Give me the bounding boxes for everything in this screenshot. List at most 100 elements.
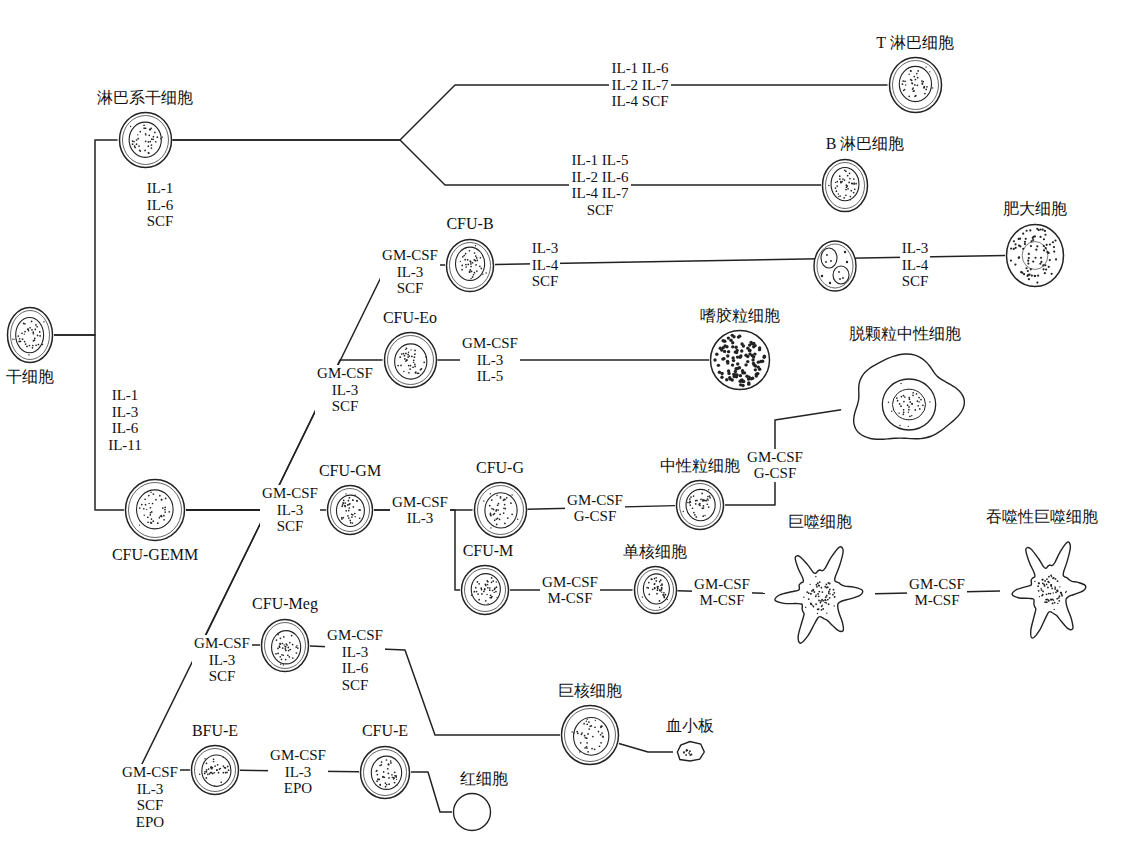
granule bbox=[279, 655, 281, 657]
granule bbox=[511, 494, 512, 495]
cell-membrane bbox=[711, 331, 770, 390]
granule bbox=[414, 353, 416, 355]
granule bbox=[496, 597, 497, 598]
granule bbox=[349, 497, 351, 499]
granule bbox=[1030, 244, 1032, 246]
granule bbox=[1050, 593, 1052, 595]
granule bbox=[386, 759, 388, 761]
granule bbox=[477, 593, 479, 595]
granule bbox=[909, 79, 911, 81]
granule bbox=[396, 778, 397, 779]
granule bbox=[744, 354, 747, 357]
granule bbox=[661, 591, 662, 592]
granule bbox=[850, 199, 851, 200]
granule bbox=[147, 516, 149, 518]
granule bbox=[838, 193, 839, 194]
granule bbox=[485, 585, 487, 587]
granule bbox=[689, 502, 691, 504]
granule bbox=[921, 83, 923, 85]
cytoplasm-dots bbox=[1034, 576, 1067, 610]
granule bbox=[708, 506, 710, 508]
granule bbox=[403, 355, 405, 357]
cell-nucleus bbox=[892, 389, 925, 420]
lineage-line bbox=[725, 410, 841, 505]
granule bbox=[1042, 264, 1044, 266]
granule bbox=[826, 254, 828, 256]
granule bbox=[344, 505, 346, 507]
granule bbox=[482, 273, 483, 274]
cell-node: CFU-B bbox=[445, 238, 495, 293]
granule bbox=[475, 587, 477, 589]
granule bbox=[584, 747, 586, 749]
granule bbox=[516, 519, 517, 520]
cytoplasm-dots bbox=[828, 181, 855, 200]
degran-cell-drawing bbox=[840, 348, 970, 453]
cytoplasm-dots bbox=[888, 382, 931, 426]
cell-cell-drawing bbox=[675, 479, 725, 531]
granule bbox=[601, 732, 603, 734]
granule bbox=[1057, 590, 1059, 592]
granule bbox=[688, 752, 690, 754]
granule bbox=[133, 141, 135, 143]
cell-name: CFU-GM bbox=[319, 462, 381, 480]
granule bbox=[352, 522, 354, 524]
cell-name: 干细胞 bbox=[6, 368, 54, 386]
granule bbox=[584, 737, 586, 739]
granule bbox=[478, 583, 480, 585]
lineage-line bbox=[173, 85, 888, 140]
granule bbox=[811, 590, 813, 592]
granule bbox=[1042, 594, 1044, 596]
cell-name: 脱颗粒中性细胞 bbox=[849, 325, 961, 343]
granule bbox=[902, 80, 904, 82]
granule bbox=[1059, 586, 1060, 587]
granule bbox=[146, 509, 147, 510]
cell-membrane bbox=[814, 241, 856, 291]
cell-membrane bbox=[462, 566, 509, 615]
granule bbox=[854, 188, 856, 190]
granule bbox=[283, 664, 284, 665]
granule bbox=[1013, 247, 1015, 249]
granule bbox=[904, 89, 905, 90]
granule bbox=[908, 396, 910, 398]
granule bbox=[805, 607, 806, 608]
chromatin bbox=[806, 581, 835, 610]
granule bbox=[279, 645, 281, 647]
cell-membrane bbox=[562, 706, 619, 765]
granule bbox=[703, 507, 705, 509]
granule bbox=[12, 338, 13, 339]
granule bbox=[491, 577, 493, 579]
granule bbox=[903, 400, 905, 402]
cell-cell-drawing bbox=[124, 478, 186, 542]
granule bbox=[1022, 232, 1024, 234]
granule bbox=[924, 93, 926, 95]
granule bbox=[586, 719, 587, 720]
granule bbox=[1055, 587, 1056, 588]
granule bbox=[844, 251, 846, 253]
granule bbox=[1010, 259, 1012, 261]
granule bbox=[143, 508, 145, 510]
cell-membrane bbox=[634, 567, 676, 614]
chromatin bbox=[488, 496, 512, 525]
granule bbox=[1050, 599, 1052, 601]
granule bbox=[1054, 586, 1055, 587]
granule bbox=[1034, 256, 1036, 258]
granule bbox=[343, 502, 345, 504]
granule bbox=[909, 415, 911, 417]
granule bbox=[472, 276, 474, 278]
granule bbox=[926, 86, 928, 88]
granule bbox=[853, 178, 855, 180]
granule bbox=[808, 598, 810, 600]
lineage-line bbox=[173, 140, 822, 185]
granule bbox=[129, 126, 130, 127]
granule bbox=[752, 363, 755, 366]
cytokine-label: GM-CSF M-CSF bbox=[692, 576, 752, 609]
cell-cell-drawing bbox=[888, 56, 943, 114]
granule bbox=[344, 506, 345, 507]
granule bbox=[921, 82, 923, 84]
granule bbox=[581, 734, 583, 736]
granule bbox=[808, 592, 810, 594]
granule bbox=[145, 504, 147, 506]
granule bbox=[1029, 229, 1031, 231]
cytokine-label: IL-3 IL-4 SCF bbox=[530, 240, 561, 290]
granule bbox=[1042, 582, 1044, 584]
